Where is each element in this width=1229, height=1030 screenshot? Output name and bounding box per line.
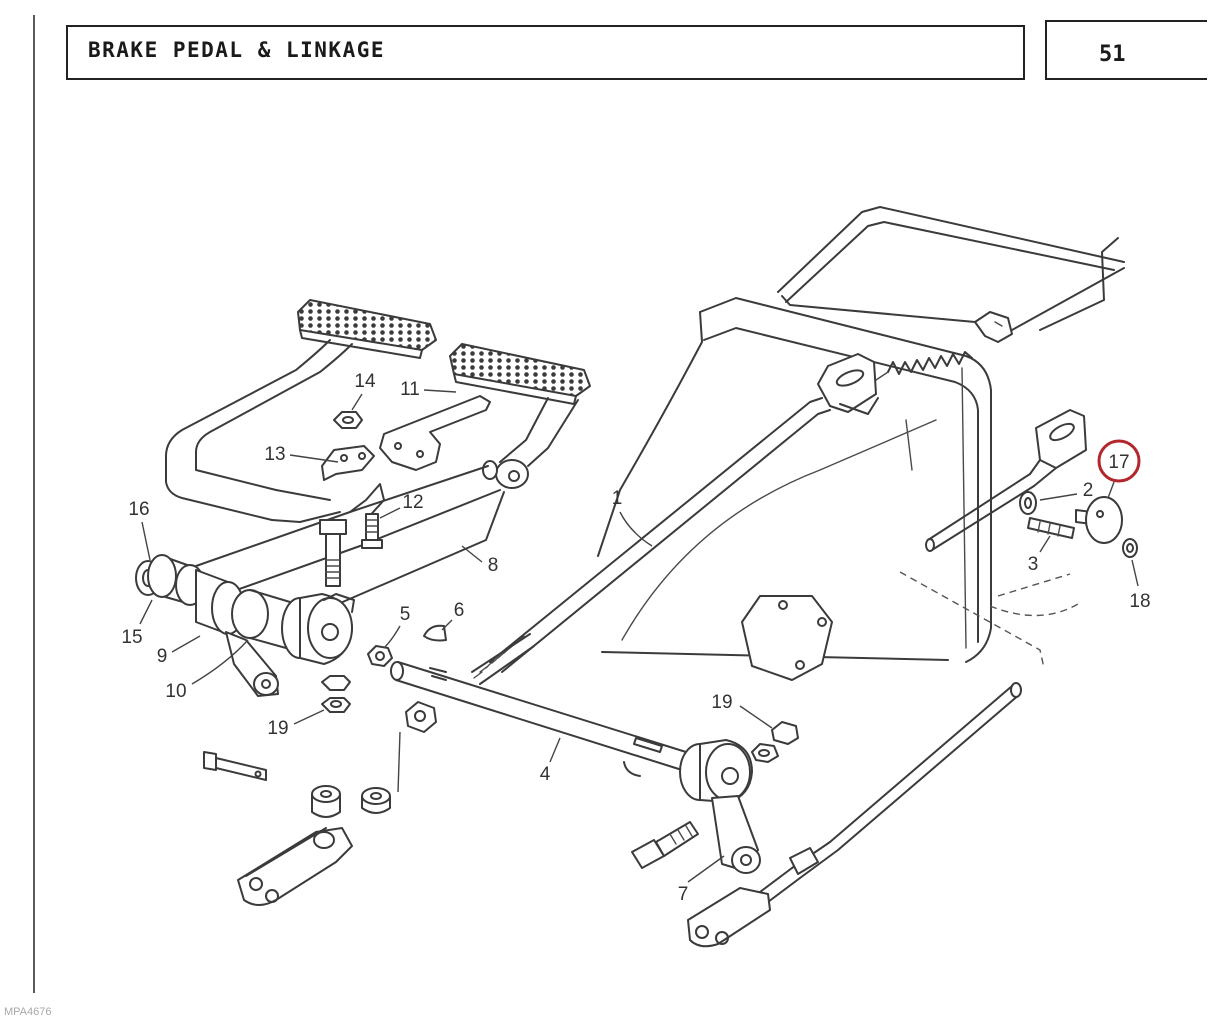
callout-10[interactable]: 10 — [165, 639, 249, 702]
bolt-part-3 — [1027, 517, 1075, 539]
svg-text:18: 18 — [1129, 591, 1150, 612]
right-pedal-arm — [482, 397, 579, 489]
bolt-part-12 — [361, 513, 383, 549]
callout-13[interactable]: 13 — [264, 444, 339, 465]
left-margin-rule — [33, 15, 35, 993]
arm-part-10 — [225, 631, 279, 697]
left-pedal-arm — [165, 339, 353, 523]
leader-under-shaft — [397, 731, 401, 793]
cross-shaft — [195, 465, 505, 605]
svg-text:16: 16 — [128, 499, 149, 520]
arm-part-7 — [679, 739, 761, 874]
clevis-arm — [237, 827, 353, 906]
page-number: 51 — [1099, 42, 1126, 67]
callout-11[interactable]: 11 — [400, 379, 457, 400]
callout-17[interactable]: 17 — [1097, 439, 1141, 499]
callout-7[interactable]: 7 — [678, 855, 725, 905]
svg-text:13: 13 — [264, 444, 285, 465]
bushing-part-15 — [147, 554, 205, 606]
svg-text:6: 6 — [454, 600, 465, 621]
upper-frame — [777, 206, 1125, 343]
callout-15[interactable]: 15 — [121, 599, 153, 648]
svg-text:3: 3 — [1028, 554, 1039, 575]
callout-16[interactable]: 16 — [128, 499, 151, 561]
svg-text:9: 9 — [157, 646, 168, 667]
callout-14[interactable]: 14 — [351, 371, 376, 411]
page-number-box: 51 — [1045, 20, 1207, 80]
image-code: MPA4676 — [4, 1006, 52, 1018]
plate-part-17 — [1075, 496, 1123, 544]
left-pedal-pad — [297, 299, 437, 359]
callout-19-left[interactable]: 19 — [267, 709, 325, 739]
clevis-pin — [203, 751, 267, 781]
right-pedal-bracket — [1029, 409, 1087, 487]
nut-under-shaft — [405, 701, 437, 733]
clamp-bolt — [631, 821, 699, 869]
svg-text:19: 19 — [267, 718, 288, 739]
clamp-hub — [281, 593, 355, 665]
cable-clevis — [687, 887, 771, 948]
page-title: BRAKE PEDAL & LINKAGE — [88, 38, 386, 62]
svg-text:14: 14 — [354, 371, 376, 392]
svg-text:5: 5 — [400, 604, 411, 625]
hub-part-9 — [195, 569, 291, 649]
callout-4[interactable]: 4 — [540, 737, 561, 785]
callout-9[interactable]: 9 — [157, 635, 201, 667]
key-part-6 — [423, 624, 447, 642]
link-part-13 — [321, 445, 375, 481]
svg-text:1: 1 — [612, 488, 623, 509]
brake-rod — [471, 397, 831, 685]
lever-part-11 — [379, 395, 491, 471]
washer-part-2 — [1019, 491, 1037, 515]
nut-part-5 — [367, 645, 393, 667]
callout-8[interactable]: 8 — [461, 545, 499, 576]
title-box: BRAKE PEDAL & LINKAGE — [66, 25, 1025, 80]
mounting-plate — [741, 595, 833, 681]
svg-text:11: 11 — [400, 379, 420, 400]
nut-stack-right — [751, 721, 799, 763]
brake-shaft — [390, 661, 687, 777]
return-spring — [875, 351, 973, 381]
callout-19-right[interactable]: 19 — [711, 692, 773, 729]
right-shaft — [925, 473, 1035, 552]
svg-text:15: 15 — [121, 627, 142, 648]
nut-part-18 — [1122, 538, 1138, 558]
callout-6[interactable]: 6 — [441, 600, 465, 631]
reference-lines — [899, 571, 1079, 669]
svg-text:12: 12 — [402, 492, 423, 513]
svg-text:17: 17 — [1108, 452, 1129, 473]
svg-text:8: 8 — [488, 555, 499, 576]
svg-text:10: 10 — [165, 681, 186, 702]
callout-12[interactable]: 12 — [379, 492, 424, 519]
svg-text:2: 2 — [1083, 480, 1094, 501]
svg-text:19: 19 — [711, 692, 732, 713]
long-bolt — [319, 519, 347, 587]
svg-text:4: 4 — [540, 764, 551, 785]
highlight-ring — [1097, 439, 1141, 483]
brake-cable — [759, 682, 1022, 903]
svg-text:7: 7 — [678, 884, 689, 905]
callout-3[interactable]: 3 — [1028, 535, 1051, 575]
callout-18[interactable]: 18 — [1129, 559, 1151, 612]
rod-bracket — [817, 353, 879, 415]
nut-part-14 — [333, 411, 363, 429]
callout-2[interactable]: 2 — [1039, 480, 1094, 501]
callout-5[interactable]: 5 — [383, 604, 411, 649]
nut-stack-left — [321, 675, 351, 713]
callout-1[interactable]: 1 — [612, 488, 653, 547]
right-pedal-pad — [449, 343, 591, 405]
bushings-bottom — [311, 785, 391, 818]
